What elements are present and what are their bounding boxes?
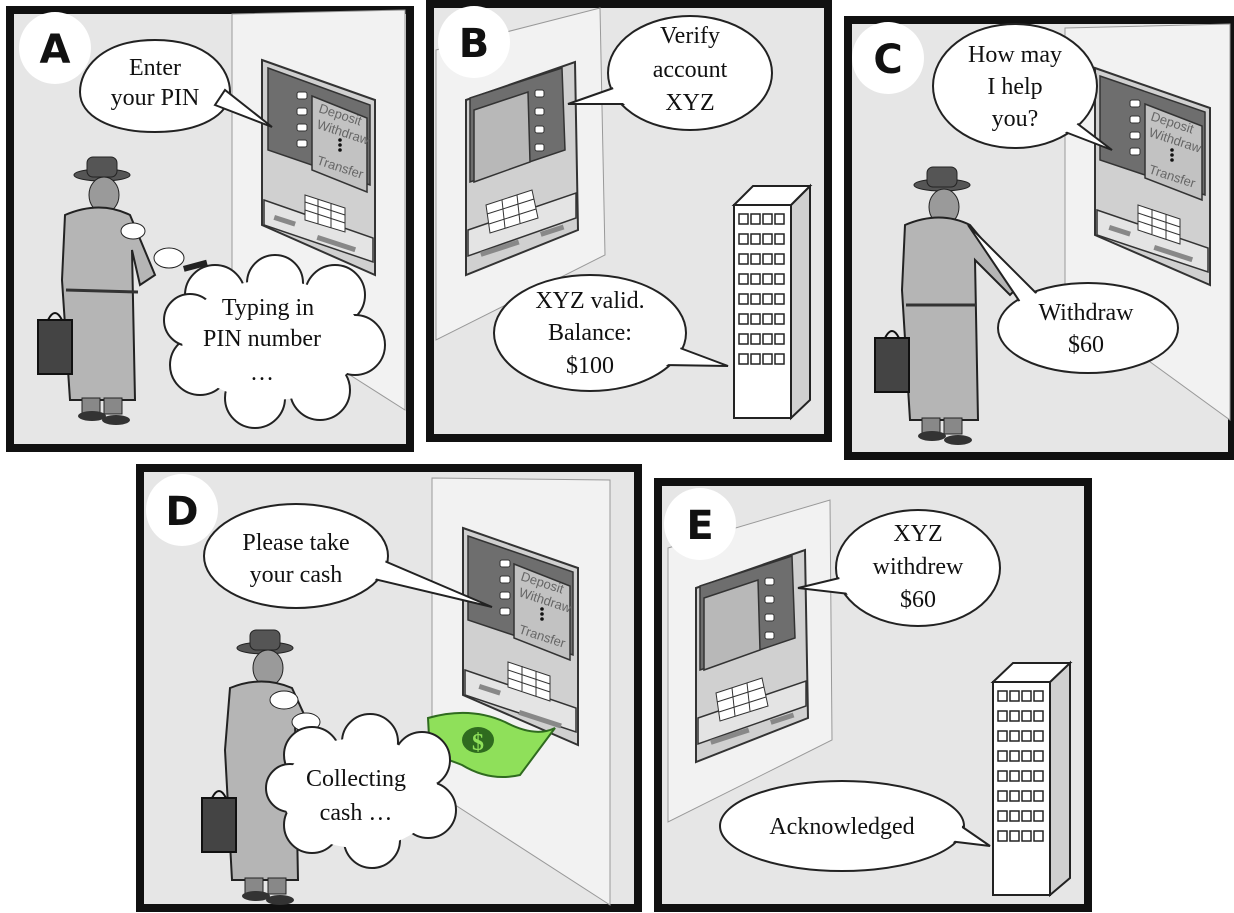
panel-b-speech-atm-line-2: account xyxy=(653,57,728,83)
panel-e-letter-badge xyxy=(664,488,736,560)
panel-d: Deposit Withdraw Transfer $ xyxy=(136,464,642,912)
panel-a-thought-line-3: … xyxy=(250,360,274,386)
panel-d-speech-atm-line-1: Please take xyxy=(242,530,349,556)
panel-b-atm xyxy=(465,60,580,277)
panel-e-speech-atm-line-1: XYZ xyxy=(893,521,942,547)
panel-b-speech-atm-line-1: Verify xyxy=(660,23,720,49)
panel-c-speech-man-line-1: Withdraw xyxy=(1038,300,1134,326)
panel-e-speech-atm-line-2: withdrew xyxy=(873,554,964,580)
panel-b-speech-atm-line-3: XYZ xyxy=(665,90,714,116)
panel-d-speech-atm-line-2: your cash xyxy=(250,562,343,588)
panel-a: Deposit Withdraw Transfer xyxy=(6,6,414,452)
panel-e-speech-atm-line-3: $60 xyxy=(900,587,936,613)
panel-e-letter: E xyxy=(686,503,713,549)
panel-c-letter-badge xyxy=(852,22,924,94)
panel-d-atm: Deposit Withdraw Transfer xyxy=(462,526,579,747)
panel-c: Deposit Withdraw Transfer Ho xyxy=(844,16,1234,460)
panel-c-letter: C xyxy=(873,37,902,83)
panel-a-speech-line-2: your PIN xyxy=(111,85,200,111)
panel-a-thought-line-2: PIN number xyxy=(203,326,321,352)
panel-b: Verify account XYZ XYZ valid. Balance: $… xyxy=(426,0,832,442)
panel-a-letter: A xyxy=(40,27,71,73)
panel-d-thought-bubble xyxy=(265,713,457,869)
panel-a-thought-line-1: Typing in xyxy=(222,295,314,321)
panel-e-atm xyxy=(695,548,810,764)
panel-a-man xyxy=(37,156,208,425)
panel-b-speech-bank-line-2: Balance: xyxy=(548,320,632,346)
panel-b-speech-bank-line-3: $100 xyxy=(566,353,614,379)
panel-a-speech-bubble xyxy=(78,38,232,134)
panel-e-speech-bank-line-1: Acknowledged xyxy=(769,814,914,840)
panel-a-speech-line-1: Enter xyxy=(129,55,181,81)
panel-c-speech-atm-line-1: How may xyxy=(968,42,1062,68)
panel-d-letter: D xyxy=(165,489,198,535)
panel-b-speech-bank-line-1: XYZ valid. xyxy=(535,288,644,314)
panel-d-thought-line-1: Collecting xyxy=(306,766,406,792)
panel-c-atm: Deposit Withdraw Transfer xyxy=(1094,66,1211,287)
panel-d-letter-badge xyxy=(146,474,218,546)
panel-a-letter-badge xyxy=(19,12,91,84)
panel-e: XYZ withdrew $60 Acknowledged E xyxy=(654,478,1092,912)
panel-c-speech-atm-line-3: you? xyxy=(992,106,1039,132)
panel-b-letter: B xyxy=(459,21,490,67)
panel-b-letter-badge xyxy=(438,6,510,78)
panel-a-thought-bubble xyxy=(163,254,386,429)
cash-symbol: $ xyxy=(472,730,484,756)
panel-c-speech-man-line-2: $60 xyxy=(1068,332,1104,358)
panel-a-atm: Deposit Withdraw Transfer xyxy=(261,58,376,277)
panel-c-speech-atm-line-2: I help xyxy=(987,74,1042,100)
panel-c-man xyxy=(874,166,1022,445)
cash-icon: $ xyxy=(426,711,556,778)
panel-b-bank-building xyxy=(731,183,813,421)
panel-d-thought-line-2: cash … xyxy=(320,800,393,826)
panel-e-bank-building xyxy=(990,660,1073,898)
